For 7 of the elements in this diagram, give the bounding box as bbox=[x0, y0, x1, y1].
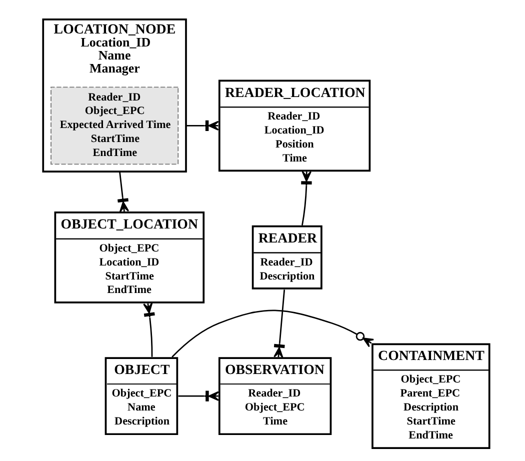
connector bbox=[300, 170, 312, 226]
connector bbox=[171, 310, 374, 358]
connector bbox=[178, 390, 219, 402]
connector bbox=[273, 290, 285, 358]
connector bbox=[117, 172, 129, 213]
node-box: Reader_ID Object_EPC Expected Arrived Time StartTime EndTime bbox=[50, 86, 178, 165]
connector bbox=[142, 302, 154, 357]
